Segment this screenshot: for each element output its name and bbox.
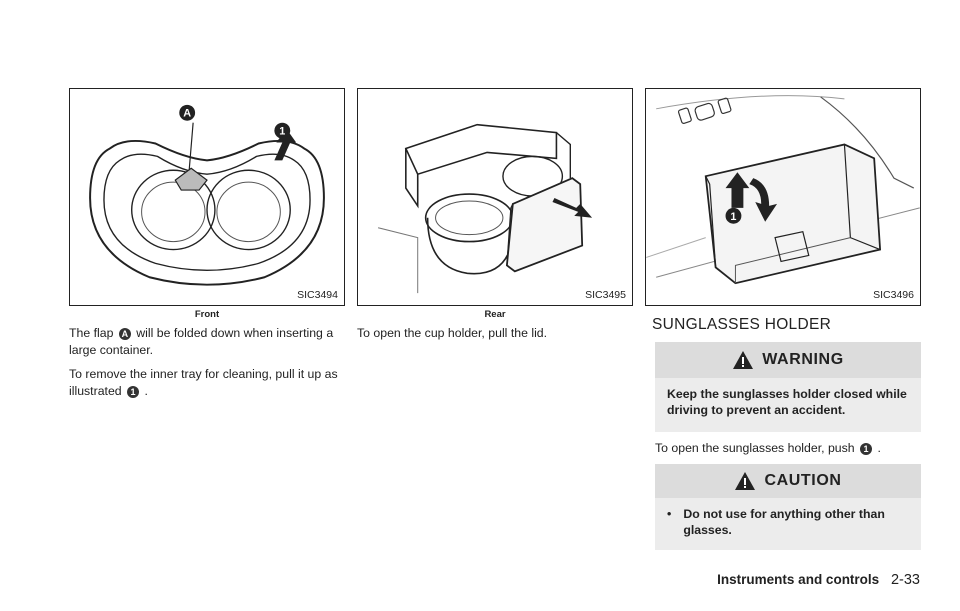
front-cup-holder-illustration: A 1 xyxy=(89,104,325,286)
bullet: • xyxy=(667,507,672,521)
column-1-text: The flap A will be folded down when inse… xyxy=(69,325,349,407)
figure-rear-cup-holder: SIC3495 xyxy=(357,88,633,306)
figure-caption: Rear xyxy=(484,309,506,320)
callout-a-icon: A xyxy=(118,328,131,340)
column-2-text: To open the cup holder, pull the lid. xyxy=(357,325,637,349)
svg-text:1: 1 xyxy=(279,126,285,138)
warning-triangle-icon xyxy=(733,351,754,369)
page-number: 2-33 xyxy=(890,572,920,588)
paragraph-flap: The flap A will be folded down when inse… xyxy=(69,326,334,357)
sunglasses-holder-illustration: 1 xyxy=(646,95,920,285)
warning-label: WARNING xyxy=(762,351,844,368)
caution-label: CAUTION xyxy=(764,472,842,489)
callout-1-icon xyxy=(725,207,742,224)
rear-cup-holder-illustration xyxy=(377,123,593,294)
caution-triangle-icon xyxy=(735,472,756,490)
warning-box: WARNING Keep the sunglasses holder close… xyxy=(655,342,921,432)
caution-text: Do not use for anything other than glass… xyxy=(683,507,885,537)
chapter-name: Instruments and controls xyxy=(717,572,880,587)
page-footer: Instruments and controls 2-33 xyxy=(717,572,920,588)
section-title: SUNGLASSES HOLDER xyxy=(652,316,832,333)
svg-text:A: A xyxy=(183,108,191,120)
paragraph-inner-tray: To remove the inner tray for cleaning, p… xyxy=(69,367,338,398)
callout-1-icon: 1 xyxy=(860,443,873,455)
svg-text:1: 1 xyxy=(730,211,736,223)
caution-item: • Do not use for anything other than gla… xyxy=(655,498,921,550)
warning-header: WARNING xyxy=(655,342,921,378)
callout-1-icon xyxy=(274,122,291,139)
callout-1-icon: 1 xyxy=(127,386,140,398)
figure-id: SIC3496 xyxy=(873,289,914,301)
column-3-instruction: To open the sunglasses holder, push 1 . xyxy=(655,441,881,455)
figure-caption: Front xyxy=(194,309,220,320)
figure-id: SIC3494 xyxy=(297,289,338,301)
figure-sunglasses-holder: 1 SIC3496 xyxy=(645,88,921,306)
figure-id: SIC3495 xyxy=(585,289,626,301)
callout-a-icon xyxy=(179,104,196,121)
figure-front-cup-holder: A 1 SIC3494 xyxy=(69,88,345,306)
warning-text: Keep the sunglasses holder closed while … xyxy=(655,378,921,432)
paragraph-open-cup-holder: To open the cup holder, pull the lid. xyxy=(357,326,548,340)
caution-header: CAUTION xyxy=(655,464,921,498)
caution-box: CAUTION • Do not use for anything other … xyxy=(655,464,921,550)
